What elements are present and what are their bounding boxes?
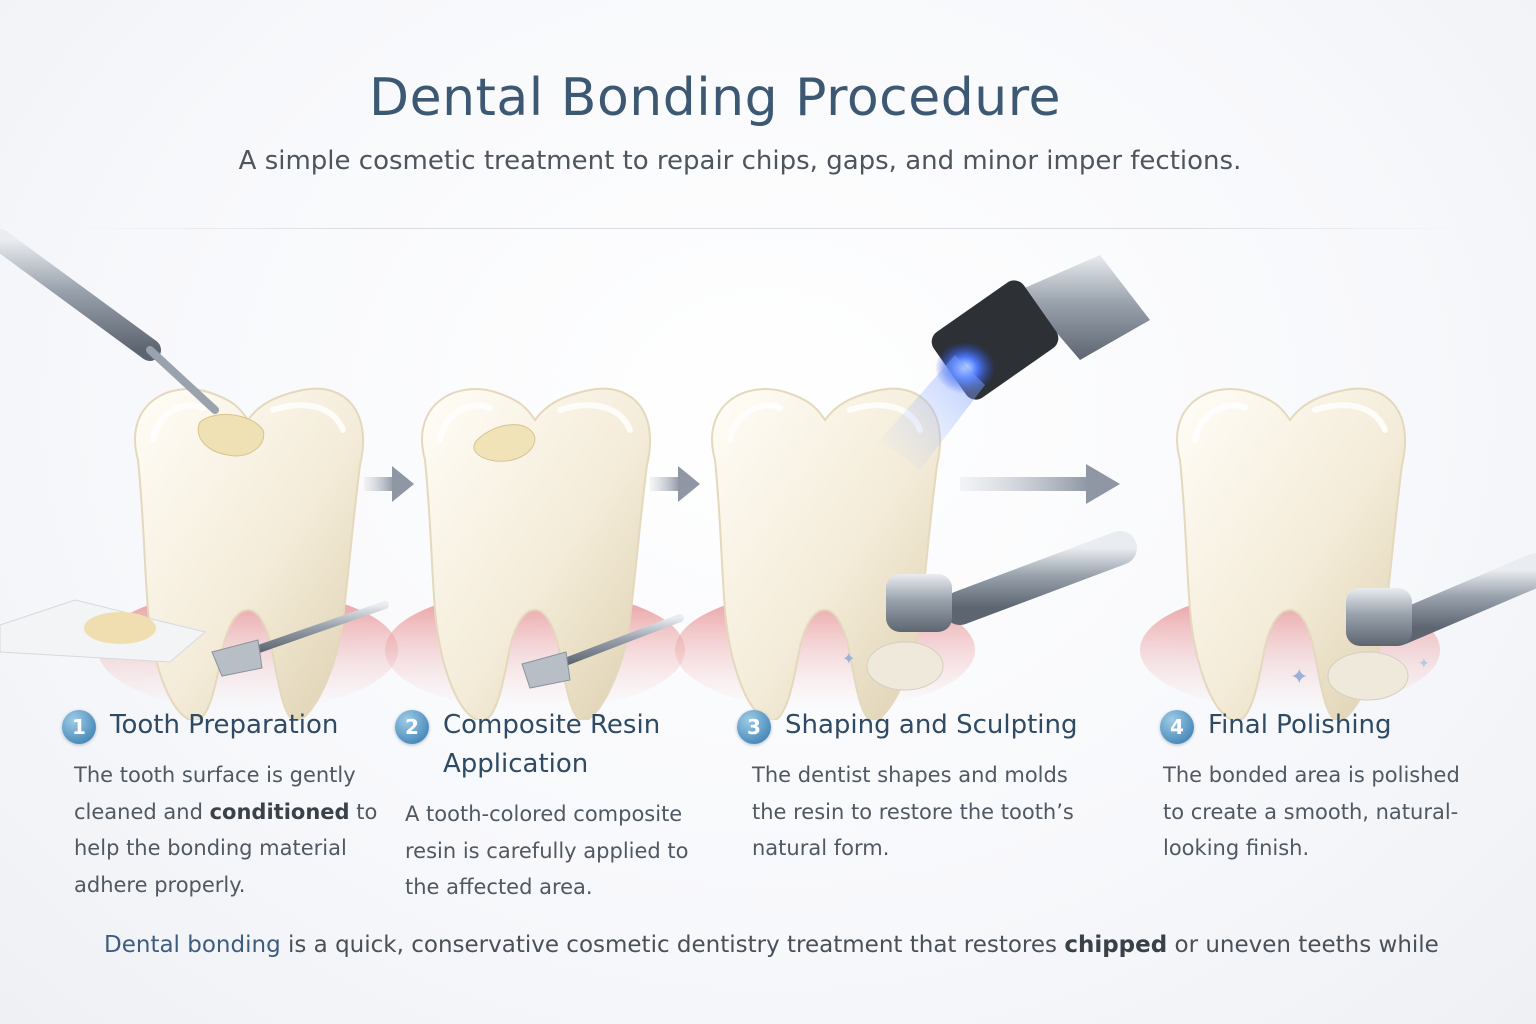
- svg-text:✦: ✦: [1418, 656, 1430, 672]
- step-description: The tooth surface is gently cleaned and …: [74, 763, 378, 897]
- spatula-icon: [521, 614, 684, 689]
- arrow-right-icon: [364, 466, 414, 502]
- step-title: Tooth Preparation: [110, 710, 339, 740]
- step-description: A tooth-colored composite resin is caref…: [405, 802, 689, 899]
- step-1: 1 Tooth Preparation The tooth surface is…: [62, 706, 382, 903]
- step-description: The bonded area is polished to create a …: [1163, 763, 1460, 860]
- svg-text:✦: ✦: [1290, 665, 1308, 690]
- step-title: Shaping and Sculpting: [785, 710, 1078, 740]
- svg-text:✦: ✦: [842, 649, 855, 668]
- step-title: Composite Resin Application: [443, 710, 661, 779]
- page-title: Dental Bonding Procedure: [369, 68, 1061, 128]
- tooth-step-3: [675, 389, 975, 720]
- arrow-right-icon: [960, 464, 1120, 504]
- arrow-right-icon: [650, 466, 700, 502]
- page-subtitle: A simple cosmetic treatment to repair ch…: [238, 146, 1242, 176]
- footer-summary: Dental bonding is a quick, conservative …: [104, 932, 1439, 958]
- tooth-step-2: [385, 389, 685, 720]
- handpiece-icon: ✦: [842, 531, 1137, 691]
- step-2: 2 Composite Resin Application A tooth-co…: [395, 706, 695, 906]
- step-description: The dentist shapes and molds the resin t…: [752, 763, 1074, 860]
- tooth-step-1: [98, 389, 398, 720]
- step-number-badge: 4: [1160, 710, 1194, 744]
- step-title: Final Polishing: [1208, 710, 1392, 740]
- spatula-icon: [211, 601, 389, 677]
- mixing-pad-icon: [0, 599, 207, 663]
- probe-tool-icon: [0, 229, 219, 414]
- tooth-step-4: [1140, 389, 1440, 720]
- step-number-badge: 3: [737, 710, 771, 744]
- handpiece-icon: ✦ ✦: [1290, 553, 1536, 701]
- step-number-badge: 1: [62, 710, 96, 744]
- step-3: 3 Shaping and Sculpting The dentist shap…: [737, 706, 1097, 867]
- step-4: 4 Final Polishing The bonded area is pol…: [1160, 706, 1480, 867]
- curing-light-icon: [880, 255, 1150, 470]
- step-number-badge: 2: [395, 710, 429, 744]
- header-divider: [70, 228, 1470, 229]
